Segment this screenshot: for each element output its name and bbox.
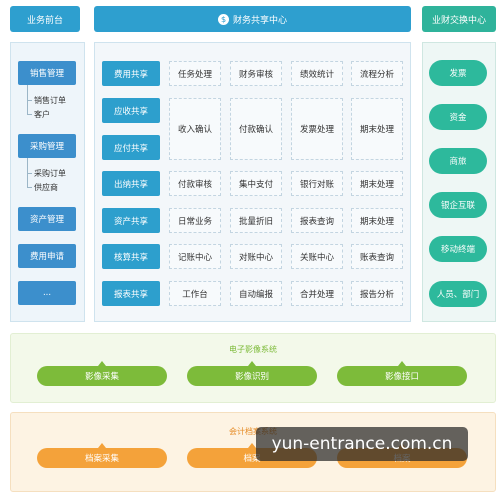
sales-management-button[interactable]: 销售管理	[18, 61, 76, 85]
period-end-cell[interactable]: 期末处理	[351, 208, 403, 233]
batch-depreciation-cell[interactable]: 批量折旧	[230, 208, 282, 233]
daily-business-cell[interactable]: 日常业务	[169, 208, 221, 233]
asset-management-button[interactable]: 资产管理	[18, 207, 76, 231]
money-bag-icon: $	[217, 13, 229, 25]
workbench-cell[interactable]: 工作台	[169, 281, 221, 306]
archive-system-title: 会计档案系统	[229, 427, 277, 436]
auto-report-cell[interactable]: 自动编报	[230, 281, 282, 306]
exchange-center-panel	[422, 42, 496, 322]
more-button[interactable]: ...	[18, 281, 76, 305]
asset-share-button[interactable]: 资产共享	[102, 208, 160, 233]
payment-confirm-cell[interactable]: 付款确认	[230, 98, 282, 160]
finance-review-cell[interactable]: 财务审核	[230, 61, 282, 86]
receivable-share-button[interactable]: 应收共享	[102, 98, 160, 123]
staff-department-pill[interactable]: 人员、部门	[429, 281, 487, 307]
customer-label: 客户	[34, 110, 50, 119]
image-recognition-pill[interactable]: 影像识别	[187, 366, 317, 386]
business-front-panel	[10, 42, 85, 322]
exchange-center-header: 业财交换中心	[422, 6, 496, 32]
process-analysis-cell[interactable]: 流程分析	[351, 61, 403, 86]
image-system-title: 电子影像系统	[229, 345, 277, 354]
image-interface-pill[interactable]: 影像接口	[337, 366, 467, 386]
business-travel-pill[interactable]: 商旅	[429, 148, 487, 174]
payable-share-button[interactable]: 应付共享	[102, 135, 160, 160]
task-processing-cell[interactable]: 任务处理	[169, 61, 221, 86]
finance-center-title: 财务共享中心	[232, 15, 287, 26]
expense-request-button[interactable]: 费用申请	[18, 244, 76, 268]
payment-review-cell[interactable]: 付款审核	[169, 171, 221, 196]
report-analysis-cell[interactable]: 报告分析	[351, 281, 403, 306]
ledger-query-cell[interactable]: 账表查询	[351, 244, 403, 269]
cashier-share-button[interactable]: 出纳共享	[102, 171, 160, 196]
revenue-confirm-cell[interactable]: 收入确认	[169, 98, 221, 160]
closing-center-cell[interactable]: 关账中心	[291, 244, 343, 269]
report-query-cell[interactable]: 报表查询	[291, 208, 343, 233]
invoice-pill[interactable]: 发票	[429, 60, 487, 86]
sales-order-label: 销售订单	[34, 96, 66, 105]
image-capture-pill[interactable]: 影像采集	[37, 366, 167, 386]
consolidation-cell[interactable]: 合并处理	[291, 281, 343, 306]
central-payment-cell[interactable]: 集中支付	[230, 171, 282, 196]
mobile-terminal-pill[interactable]: 移动终端	[429, 236, 487, 262]
accounting-share-button[interactable]: 核算共享	[102, 244, 160, 269]
watermark: yun-entrance.com.cn	[256, 427, 468, 461]
purchase-management-button[interactable]: 采购管理	[18, 134, 76, 158]
bookkeeping-center-cell[interactable]: 记账中心	[169, 244, 221, 269]
purchase-order-label: 采购订单	[34, 169, 66, 178]
invoice-processing-cell[interactable]: 发票处理	[291, 98, 343, 160]
finance-center-header: $ 财务共享中心	[94, 6, 411, 32]
bank-reconcile-cell[interactable]: 银行对账	[291, 171, 343, 196]
performance-stats-cell[interactable]: 绩效统计	[291, 61, 343, 86]
expense-share-button[interactable]: 费用共享	[102, 61, 160, 86]
period-end-cell[interactable]: 期末处理	[351, 171, 403, 196]
supplier-label: 供应商	[34, 183, 58, 192]
period-end-cell[interactable]: 期末处理	[351, 98, 403, 160]
archive-capture-pill[interactable]: 档案采集	[37, 448, 167, 468]
business-front-header: 业务前台	[10, 6, 80, 32]
reconcile-center-cell[interactable]: 对账中心	[230, 244, 282, 269]
bank-connect-pill[interactable]: 银企互联	[429, 192, 487, 218]
report-share-button[interactable]: 报表共享	[102, 281, 160, 306]
funds-pill[interactable]: 资金	[429, 104, 487, 130]
